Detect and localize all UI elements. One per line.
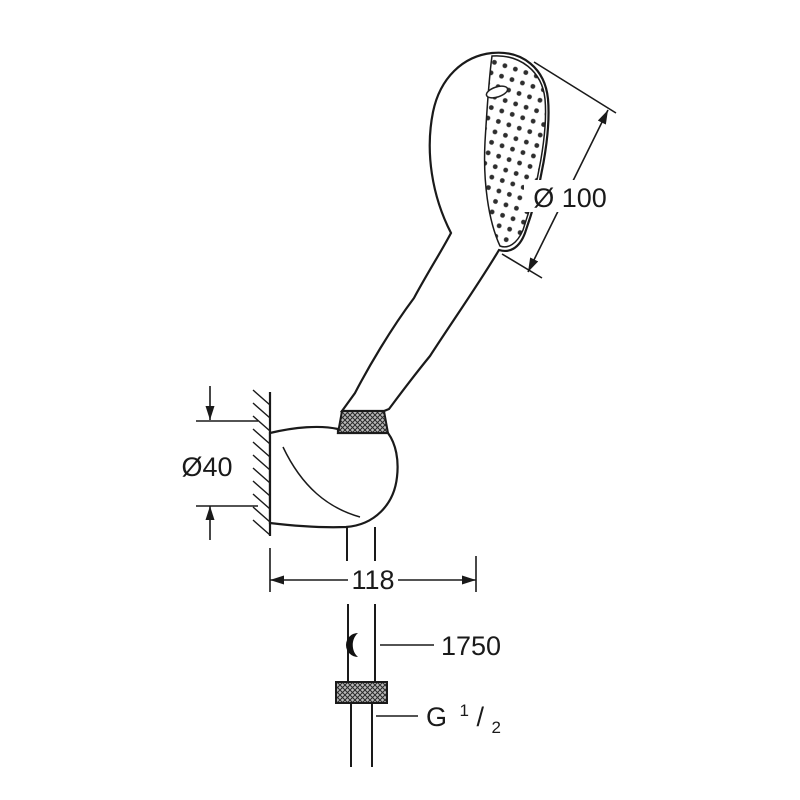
dim-hose-length-label: 1750 (441, 631, 501, 661)
dim-holder-diameter: Ø40 (181, 386, 258, 540)
dim-wall-distance-label: 118 (351, 565, 394, 595)
thread-prefix: G (426, 702, 447, 732)
shower-hose (335, 604, 388, 767)
dim-thread-label: G 1 / 2 (426, 692, 501, 737)
dim-holder-diameter-label: Ø40 (181, 452, 232, 482)
spray-face (483, 55, 547, 248)
thread-denominator: 2 (492, 718, 501, 737)
thread-slash: / (477, 702, 485, 732)
dim-wall-label-bg (348, 564, 398, 594)
thread-numerator: 1 (460, 701, 469, 720)
dim-thread: G 1 / 2 (376, 692, 501, 737)
dim-hose-length: 1750 (380, 631, 501, 661)
dim-head-diameter: Ø 100 (501, 61, 617, 279)
handle-knurl-ring (336, 410, 390, 434)
wall-section (252, 389, 272, 536)
dim-head-ext-bottom (501, 253, 543, 279)
dim-wall-distance: 118 (269, 548, 477, 595)
dim-head-diameter-label: Ø 100 (533, 183, 607, 213)
logo-oval (485, 85, 509, 99)
wall-holder (268, 410, 399, 561)
holder-inner-contour (282, 446, 361, 518)
hose-nut (335, 681, 388, 704)
dim-head-label-bg (524, 180, 616, 212)
holder-outline (268, 425, 399, 529)
dim-head-ext-top (533, 61, 617, 114)
wall-hatching (252, 389, 271, 536)
hand-shower (339, 51, 550, 413)
hose-clip-mark (346, 633, 358, 657)
